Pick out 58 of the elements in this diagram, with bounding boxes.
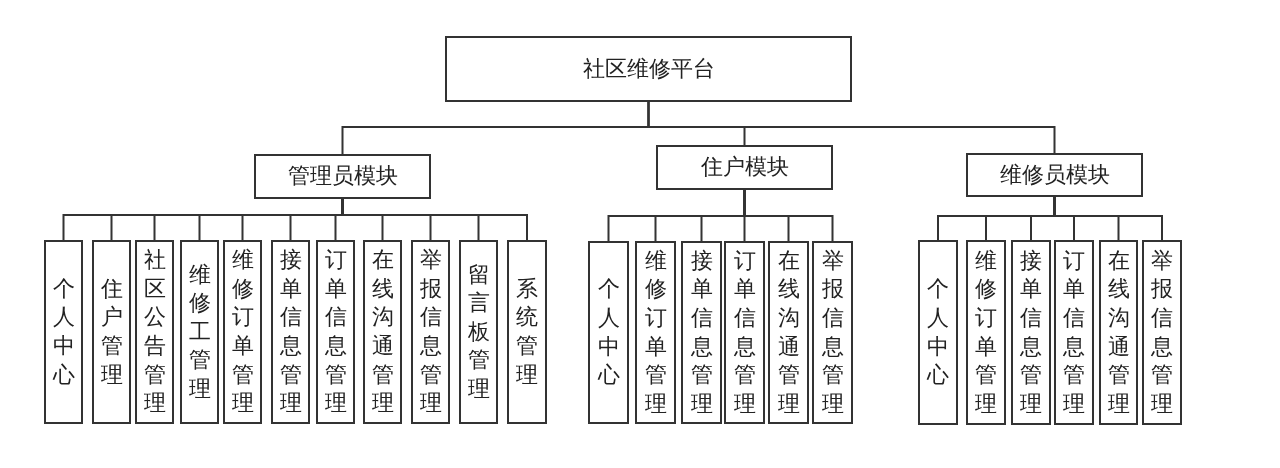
function-box (1054, 240, 1094, 425)
function-box (44, 240, 83, 424)
function-label: 举报信息管理 (821, 246, 844, 418)
function-box (681, 241, 722, 424)
function-box (271, 240, 310, 424)
function-label: 社区公告管理 (143, 246, 166, 418)
function-label: 在线沟通管理 (777, 246, 800, 418)
function-label: 维修订单管理 (975, 246, 997, 418)
function-label: 留言板管理 (467, 260, 490, 403)
function-label: 个人中心 (927, 275, 949, 390)
module-box (254, 154, 431, 199)
function-label: 举报信息管理 (1151, 246, 1173, 418)
module-box (656, 145, 833, 190)
function-label: 系统管理 (516, 274, 538, 389)
function-box (588, 241, 629, 424)
module-label: 维修员模块 (999, 161, 1110, 189)
function-label: 订单信息管理 (324, 246, 347, 418)
function-label: 个人中心 (597, 275, 620, 390)
function-box (507, 240, 547, 424)
function-label: 维修订单管理 (231, 246, 254, 418)
function-label: 接单信息管理 (1020, 246, 1042, 418)
function-label: 在线沟通管理 (371, 246, 394, 418)
function-box (363, 240, 402, 424)
function-box (724, 241, 765, 424)
function-box (635, 241, 676, 424)
platform-title: 社区维修平台 (582, 55, 715, 83)
function-label: 住户管理 (100, 274, 123, 389)
function-box (768, 241, 809, 424)
function-box (316, 240, 355, 424)
function-label: 接单信息管理 (690, 246, 713, 418)
connector-line (743, 189, 834, 242)
function-box (1011, 240, 1051, 425)
connector-line (341, 198, 528, 241)
platform-box (445, 36, 852, 102)
function-label: 维修工管理 (188, 260, 211, 403)
function-label: 接单信息管理 (279, 246, 302, 418)
function-box (966, 240, 1006, 425)
connector-line (647, 101, 1056, 154)
module-label: 住户模块 (700, 154, 789, 181)
module-box (966, 153, 1143, 197)
function-label: 订单信息管理 (733, 246, 756, 418)
function-box (1099, 240, 1138, 425)
function-box (812, 241, 853, 424)
function-box (92, 240, 131, 424)
module-label: 管理员模块 (287, 163, 398, 190)
function-label: 举报信息管理 (419, 246, 442, 418)
function-box (223, 240, 262, 424)
function-box (918, 240, 958, 425)
function-box (1142, 240, 1182, 425)
function-label: 订单信息管理 (1063, 246, 1085, 418)
connector-line (1053, 196, 1163, 241)
function-box (180, 240, 219, 424)
function-label: 维修订单管理 (644, 246, 667, 418)
function-box (411, 240, 450, 424)
function-box (135, 240, 174, 424)
function-box (459, 240, 498, 424)
function-label: 个人中心 (52, 274, 75, 389)
function-label: 在线沟通管理 (1107, 246, 1130, 418)
